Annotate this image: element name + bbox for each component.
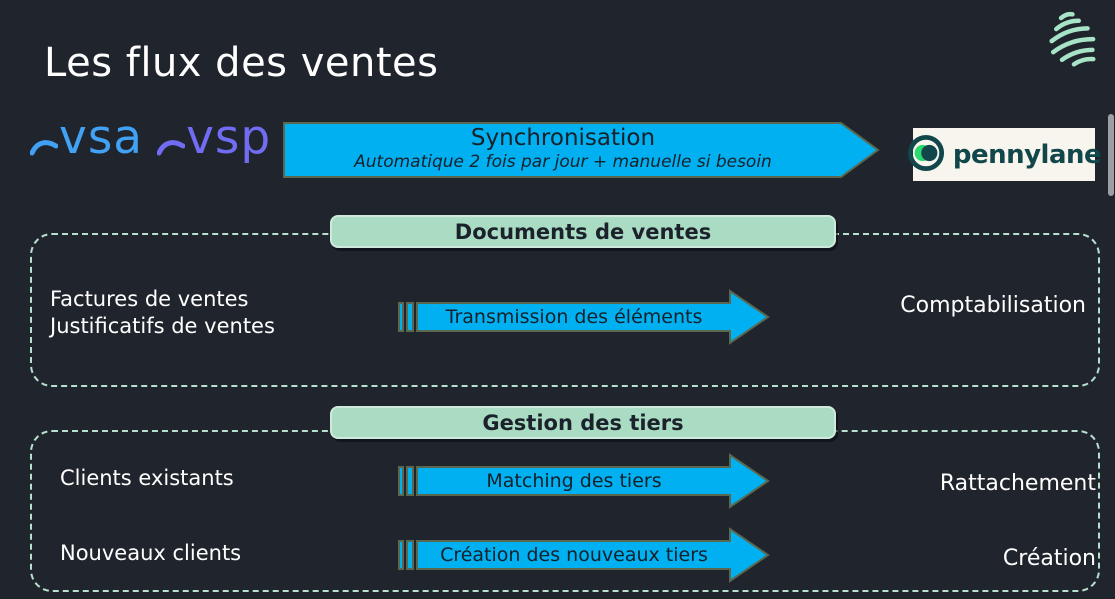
pennylane-logo-text: pennylane — [952, 139, 1102, 170]
brand-logos: vsa vsp — [29, 110, 272, 165]
pennylane-logo: pennylane — [907, 128, 1102, 181]
flow-arrow-matching: Matching des tiers — [398, 452, 770, 510]
synchronisation-text: Synchronisation Automatique 2 fois par j… — [283, 125, 843, 172]
page-title: Les flux des ventes — [44, 40, 439, 86]
source-line: Clients existants — [60, 466, 234, 490]
pennylane-circles-icon — [907, 134, 945, 176]
section-header-documents: Documents de ventes — [330, 215, 836, 248]
vsp-logo-text: vsp — [186, 110, 272, 165]
flow-arrow-label: Matching des tiers — [486, 470, 662, 492]
source-label-factures: Factures de ventes Justificatifs de vent… — [50, 286, 275, 341]
vsp-logo: vsp — [156, 110, 272, 165]
source-line: Nouveaux clients — [60, 541, 242, 565]
synchronisation-title: Synchronisation — [470, 125, 656, 151]
synchronisation-arrow: Synchronisation Automatique 2 fois par j… — [283, 122, 880, 178]
target-label-creation: Création — [1002, 546, 1096, 571]
swirl-logo-icon — [1038, 6, 1104, 72]
flow-arrow-transmission: Transmission des éléments — [398, 288, 770, 346]
flow-arrow-label: Création des nouveaux tiers — [440, 544, 708, 566]
vsp-squiggle-icon — [156, 136, 186, 162]
source-line: Factures de ventes — [50, 287, 249, 311]
source-label-nouveaux-clients: Nouveaux clients — [60, 540, 241, 567]
target-label-rattachement: Rattachement — [939, 471, 1096, 496]
vsa-logo: vsa — [29, 110, 144, 165]
vsa-squiggle-icon — [29, 136, 59, 162]
flow-arrow-label: Transmission des éléments — [445, 306, 703, 328]
synchronisation-subtitle: Automatique 2 fois par jour + manuelle s… — [354, 152, 772, 172]
target-label-comptabilisation: Comptabilisation — [900, 293, 1086, 318]
source-line: Justificatifs de ventes — [50, 314, 275, 339]
source-label-clients-existants: Clients existants — [60, 465, 234, 492]
section-header-gestion: Gestion des tiers — [330, 406, 836, 439]
flow-arrow-creation: Création des nouveaux tiers — [398, 526, 770, 584]
vsa-logo-text: vsa — [59, 110, 144, 165]
scrollbar-thumb[interactable] — [1108, 114, 1114, 196]
